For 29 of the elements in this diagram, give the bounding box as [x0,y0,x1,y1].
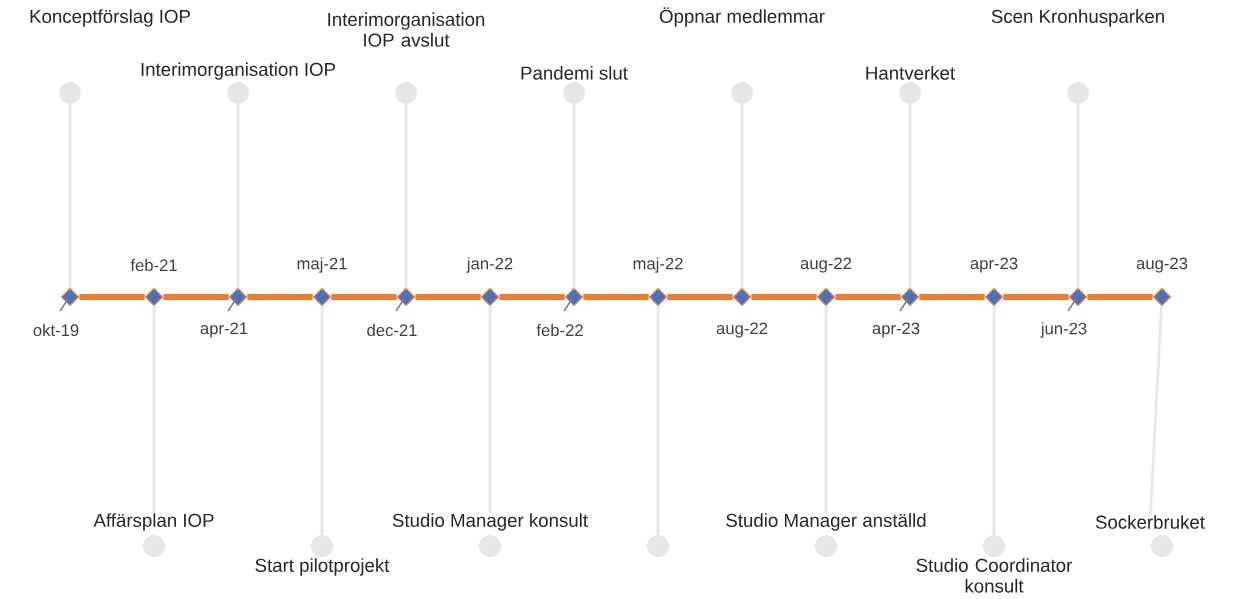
timeline-axis [835,294,901,300]
timeline-axis [499,294,565,300]
event-marker [647,535,669,557]
timeline-axis [415,294,481,300]
node-label: apr-23 [872,322,920,338]
timeline-axis [163,294,229,300]
node-label: aug-22 [800,257,852,273]
timeline-axis [79,294,145,300]
stem-line [1148,305,1163,515]
timeline-axis [751,294,817,300]
timeline-axis [1087,294,1153,300]
node-label: feb-22 [536,323,583,337]
timeline-axis [919,294,985,300]
node-label: apr-21 [200,322,248,338]
node-label: feb-21 [130,258,177,272]
timeline-axis [667,294,733,300]
node-label: aug-22 [716,322,768,338]
timeline-axis [1003,294,1069,300]
timeline-axis [583,294,649,300]
timeline-axis [331,294,397,300]
node-label: apr-23 [970,257,1018,273]
node-label: aug-23 [1136,257,1188,273]
node-label: maj-21 [297,257,347,273]
timeline-axis [247,294,313,300]
node-label: jan-22 [466,257,513,273]
node-label: dec-21 [367,323,417,337]
node-label: maj-22 [633,257,683,273]
node-label: okt-19 [33,323,79,337]
node-label: jun-23 [1040,322,1087,338]
